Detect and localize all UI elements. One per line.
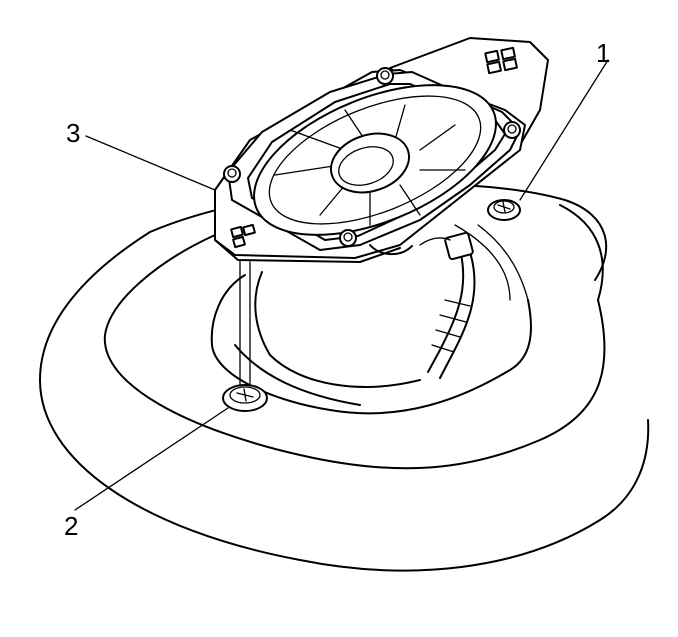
- alignment-lines: [239, 259, 251, 386]
- leader-lines: [74, 59, 609, 511]
- bolt-right: [503, 121, 521, 139]
- callout-label-3: 3: [66, 118, 81, 148]
- screw-2: [222, 384, 268, 412]
- leader-1: [519, 59, 609, 201]
- right-screw: [487, 199, 521, 221]
- leader-2: [74, 407, 229, 511]
- speaker-opening: [210, 224, 532, 415]
- callout-label-1: 1: [596, 38, 611, 68]
- leader-3: [85, 135, 216, 191]
- bolt-bottom: [339, 229, 357, 247]
- callout-label-2: 2: [64, 511, 79, 541]
- speaker-assembly: [214, 37, 549, 263]
- bolt-top: [376, 67, 394, 85]
- bolt-left: [223, 165, 241, 183]
- wiring-harness: [419, 231, 476, 379]
